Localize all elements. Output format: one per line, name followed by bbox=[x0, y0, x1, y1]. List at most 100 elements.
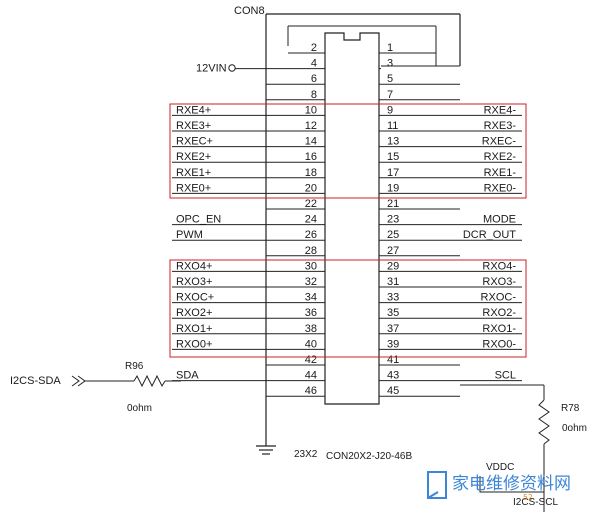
net-label-rxe4-: RXE4- bbox=[484, 104, 517, 116]
net-label-rxo1-: RXO1- bbox=[482, 323, 516, 335]
net-label-rxe1-: RXE1- bbox=[484, 167, 517, 179]
net-label-rxo3+: RXO3+ bbox=[176, 276, 212, 288]
net-label-rxe2-: RXE2- bbox=[484, 151, 517, 163]
pin-number-4: 4 bbox=[311, 58, 317, 70]
watermark: 家电维修资料网 52 bbox=[427, 471, 571, 502]
net-label-rxe4+: RXE4+ bbox=[176, 104, 211, 116]
pin-number-20: 20 bbox=[305, 182, 317, 194]
net-label-sda: SDA bbox=[176, 370, 199, 382]
pin-number-39: 39 bbox=[387, 338, 399, 350]
pin-number-40: 40 bbox=[305, 338, 317, 350]
vddc-wire bbox=[479, 476, 544, 493]
pin-number-37: 37 bbox=[387, 323, 399, 335]
vddc-label: VDDC bbox=[486, 462, 514, 473]
net-label-rxo2+: RXO2+ bbox=[176, 307, 212, 319]
pin-number-28: 28 bbox=[305, 245, 317, 257]
r96-value-label: 0ohm bbox=[127, 403, 152, 414]
net-label-rxe2+: RXE2+ bbox=[176, 151, 211, 163]
pin-number-10: 10 bbox=[305, 104, 317, 116]
net-label-opc_en: OPC_EN bbox=[176, 214, 221, 226]
pin-number-41: 41 bbox=[387, 354, 399, 366]
connector-part-label: CON20X2-J20-46B bbox=[326, 451, 412, 462]
watermark-text: 家电维修资料网 bbox=[452, 474, 571, 494]
pin-number-14: 14 bbox=[305, 136, 317, 148]
net-label-rxec+: RXEC+ bbox=[176, 136, 213, 148]
i2cs-scl-port-label: I2CS-SCL bbox=[513, 497, 558, 508]
pin-number-44: 44 bbox=[305, 370, 317, 382]
pin-number-12: 12 bbox=[305, 120, 317, 132]
vin-terminal-circle bbox=[228, 64, 236, 72]
pin-number-29: 29 bbox=[387, 260, 399, 272]
pin-number-23: 23 bbox=[387, 214, 399, 226]
pin-number-36: 36 bbox=[305, 307, 317, 319]
r96-ref-label: R96 bbox=[125, 361, 144, 372]
pin-number-5: 5 bbox=[387, 73, 393, 85]
net-label-rxe1+: RXE1+ bbox=[176, 167, 211, 179]
net-label-rxec-: RXEC- bbox=[482, 136, 517, 148]
net-label-dcr_out: DCR_OUT bbox=[463, 229, 516, 241]
pin-number-3: 3 bbox=[387, 58, 393, 70]
highlight-box-even bbox=[169, 103, 527, 199]
net-label-rxo4-: RXO4- bbox=[482, 260, 516, 272]
pin-number-19: 19 bbox=[387, 182, 399, 194]
net-label-rxoc+: RXOC+ bbox=[176, 292, 214, 304]
pin-number-15: 15 bbox=[387, 151, 399, 163]
pin-number-9: 9 bbox=[387, 104, 393, 116]
pin-number-13: 13 bbox=[387, 136, 399, 148]
pin-number-46: 46 bbox=[305, 385, 317, 397]
pin-number-16: 16 bbox=[305, 151, 317, 163]
pin-number-8: 8 bbox=[311, 89, 317, 101]
r78-resistor bbox=[538, 399, 550, 445]
pin-number-24: 24 bbox=[305, 214, 317, 226]
net-label-rxe3-: RXE3- bbox=[484, 120, 517, 132]
pin-number-26: 26 bbox=[305, 229, 317, 241]
pin-number-2: 2 bbox=[311, 42, 317, 54]
net-label-rxe0+: RXE0+ bbox=[176, 182, 211, 194]
net-label-rxo2-: RXO2- bbox=[482, 307, 516, 319]
pin-number-34: 34 bbox=[305, 292, 317, 304]
pin-number-35: 35 bbox=[387, 307, 399, 319]
i2cs-sda-port-label: I2CS-SDA bbox=[10, 375, 61, 387]
pin-number-25: 25 bbox=[387, 229, 399, 241]
watermark-url: 52 bbox=[523, 493, 533, 502]
pin-number-6: 6 bbox=[311, 73, 317, 85]
pin-number-43: 43 bbox=[387, 370, 399, 382]
r78-value-label: 0ohm bbox=[562, 423, 587, 434]
r96-resistor bbox=[133, 374, 166, 388]
pin-number-38: 38 bbox=[305, 323, 317, 335]
pin-number-45: 45 bbox=[387, 385, 399, 397]
r78-ref-label: R78 bbox=[561, 403, 580, 414]
pin-number-1: 1 bbox=[387, 42, 393, 54]
pin-number-11: 11 bbox=[387, 120, 398, 132]
net-label-rxe3+: RXE3+ bbox=[176, 120, 211, 132]
connector-body bbox=[324, 32, 380, 405]
pin-number-33: 33 bbox=[387, 292, 399, 304]
highlight-box-odd bbox=[169, 259, 527, 358]
connector-ref: CON8 bbox=[234, 5, 265, 17]
pin-number-21: 21 bbox=[387, 198, 399, 210]
watermark-logo-icon bbox=[427, 471, 447, 499]
net-label-scl: SCL bbox=[495, 370, 516, 382]
net-label-rxo0+: RXO0+ bbox=[176, 338, 212, 350]
net-label-mode: MODE bbox=[483, 214, 516, 226]
net-label-rxo3-: RXO3- bbox=[482, 276, 516, 288]
pin-number-22: 22 bbox=[305, 198, 317, 210]
pin-number-32: 32 bbox=[305, 276, 317, 288]
pin-number-42: 42 bbox=[305, 354, 317, 366]
pin-number-30: 30 bbox=[305, 260, 317, 272]
pin-number-31: 31 bbox=[387, 276, 399, 288]
pin-number-17: 17 bbox=[387, 167, 399, 179]
sda-arrow-1 bbox=[71, 375, 80, 387]
pin-number-18: 18 bbox=[305, 167, 317, 179]
pin-number-27: 27 bbox=[387, 245, 399, 257]
net-label-12vin: 12VIN bbox=[196, 63, 227, 75]
net-label-rxoc-: RXOC- bbox=[481, 292, 517, 304]
net-label-rxo1+: RXO1+ bbox=[176, 323, 212, 335]
connector-size-label: 23X2 bbox=[294, 449, 318, 460]
net-label-pwm: PWM bbox=[176, 229, 203, 241]
net-label-rxe0-: RXE0- bbox=[484, 182, 517, 194]
pin-number-7: 7 bbox=[387, 89, 393, 101]
net-label-rxo4+: RXO4+ bbox=[176, 260, 212, 272]
